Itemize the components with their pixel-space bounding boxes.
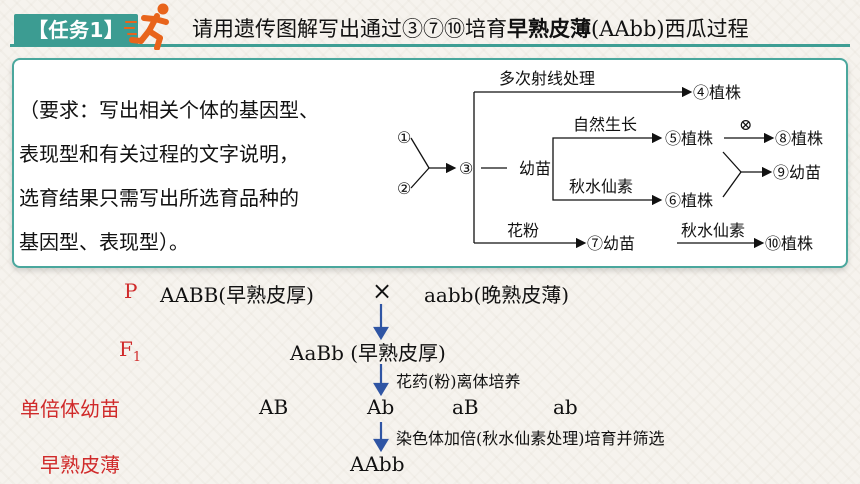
node-4: ④植株 <box>693 83 741 102</box>
node-3: ③ <box>459 159 473 178</box>
requirement-text: （要求：写出相关个体的基因型、 表现型和有关过程的文字说明， 选育结果只需写出所… <box>19 88 399 264</box>
header-bar: 【任务1】 请用遗传图解写出通过③⑦⑩培育早熟皮薄(AAbb)西瓜过程 <box>0 0 860 55</box>
step-doubling: 染色体加倍(秋水仙素处理)培育并筛选 <box>396 429 665 448</box>
colchicine-arrow <box>552 168 663 206</box>
haploid-label: 单倍体幼苗 <box>20 397 120 421</box>
node-6: ⑥植株 <box>665 191 713 210</box>
node-2: ② <box>397 179 411 198</box>
gamete-ab-lower: ab <box>553 395 578 419</box>
f1-label: F1 <box>119 337 141 365</box>
parent-2: aabb(晚熟皮薄) <box>424 283 570 307</box>
gamete-ab-upper: AB <box>259 395 289 419</box>
node-9: ⑨幼苗 <box>773 163 821 182</box>
requirement-line: 选育结果只需写出所选育品种的 <box>19 186 299 210</box>
node-10: ⑩植株 <box>765 234 813 253</box>
label-seedling: 幼苗 <box>519 159 551 178</box>
p-label: P <box>124 279 138 303</box>
header-rule <box>10 44 850 47</box>
node-7: ⑦幼苗 <box>587 234 635 253</box>
arrow-head <box>373 438 389 453</box>
task-badge: 【任务1】 <box>14 14 139 46</box>
f1-genotype: AaBb (早熟皮厚) <box>290 341 446 365</box>
gamete-ab-mixed2: aB <box>452 395 479 419</box>
arrow-head <box>373 382 389 397</box>
gamete-ab-mixed1: Ab <box>367 395 395 419</box>
node-1: ① <box>397 128 411 147</box>
parent-1: AABB(早熟皮厚) <box>160 283 314 307</box>
title-prefix: 请用遗传图解写出通过③⑦⑩培育 <box>192 17 507 41</box>
node-5: ⑤植株 <box>665 129 713 148</box>
label-colchicine-2: 秋水仙素 <box>681 221 745 240</box>
result-label: 早熟皮薄 <box>40 453 120 477</box>
breeding-diagram: ① ② ③ 多次射线处理 ④植株 幼苗 自然生长 ⑤植株 ⊗ ⑧植株 ⑨幼苗 秋… <box>397 69 823 253</box>
running-person-icon <box>124 3 169 50</box>
self-symbol: ⊗ <box>739 115 752 134</box>
natural-arrow <box>552 132 663 168</box>
requirement-line: 基因型、表现型）。 <box>19 230 189 254</box>
f1-letter: F <box>119 337 133 361</box>
f1-subscript: 1 <box>132 350 142 365</box>
arrow-head <box>373 326 389 341</box>
cross-symbol: × <box>372 277 393 305</box>
converge-line-2 <box>410 167 430 189</box>
result-genotype: AAbb <box>350 452 405 476</box>
label-colchicine: 秋水仙素 <box>569 177 633 196</box>
merge-line-2 <box>722 171 742 198</box>
requirement-line: （要求：写出相关个体的基因型、 <box>19 98 319 122</box>
merge-line-1 <box>722 151 742 173</box>
label-ray: 多次射线处理 <box>499 69 595 88</box>
task-panel: （要求：写出相关个体的基因型、 表现型和有关过程的文字说明， 选育结果只需写出所… <box>12 58 848 268</box>
node-8: ⑧植株 <box>775 129 823 148</box>
label-natural: 自然生长 <box>573 115 637 134</box>
requirement-line: 表现型和有关过程的文字说明， <box>19 142 299 166</box>
title-bold: 早熟皮薄 <box>507 16 591 41</box>
converge-line-1 <box>410 137 430 169</box>
page-title: 请用遗传图解写出通过③⑦⑩培育早熟皮薄(AAbb)西瓜过程 <box>192 14 749 44</box>
label-pollen: 花粉 <box>507 221 539 240</box>
title-suffix: (AAbb)西瓜过程 <box>591 17 749 41</box>
step-anther-culture: 花药(粉)离体培养 <box>396 372 521 391</box>
